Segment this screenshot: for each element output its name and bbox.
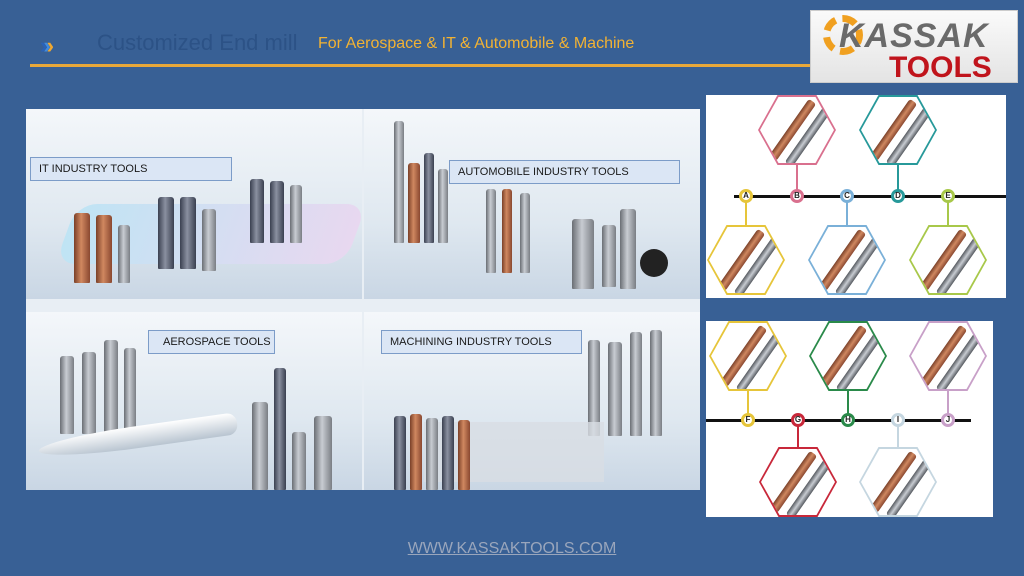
tool-hexagon-a — [707, 225, 785, 295]
triple-chevron-right-icon: ››› — [40, 33, 54, 58]
kassak-tools-logo: KASSAK TOOLS — [810, 10, 1018, 84]
timeline-node-j: J — [941, 413, 955, 427]
it-industry-image — [26, 109, 367, 299]
timeline-connector — [745, 197, 747, 227]
logo-text-tools: TOOLS — [889, 51, 992, 84]
tool-hexagon-e — [909, 225, 987, 295]
slide-subtitle: For Aerospace & IT & Automobile & Machin… — [318, 35, 635, 52]
timeline-node-d: D — [891, 189, 905, 203]
timeline-node-b: B — [790, 189, 804, 203]
timeline-connector — [797, 421, 799, 449]
industry-tools-collage: IT INDUSTRY TOOLS AUTOMOBILE INDUSTRY TO… — [26, 109, 700, 490]
tool-timeline-panel-1: A B C D E — [706, 95, 1006, 298]
slide-title: Customized End mill — [97, 30, 298, 55]
timeline-connector — [796, 163, 798, 195]
timeline-connector — [947, 389, 949, 419]
timeline-node-g: G — [791, 413, 805, 427]
timeline-connector — [847, 389, 849, 419]
section-label-aerospace: AEROSPACE TOOLS — [148, 330, 275, 354]
timeline-line — [734, 195, 1006, 198]
automobile-industry-image — [364, 109, 700, 299]
tool-hexagon-h — [809, 321, 887, 391]
tool-hexagon-b — [758, 95, 836, 165]
tool-hexagon-d — [859, 95, 937, 165]
timeline-node-c: C — [840, 189, 854, 203]
timeline-connector — [947, 197, 949, 227]
timeline-connector — [897, 421, 899, 449]
timeline-node-e: E — [941, 189, 955, 203]
section-label-machining: MACHINING INDUSTRY TOOLS — [381, 330, 582, 354]
timeline-node-h: H — [841, 413, 855, 427]
cutter-disc-image — [640, 249, 668, 277]
tool-hexagon-i — [859, 447, 937, 517]
tool-hexagon-f — [709, 321, 787, 391]
timeline-connector — [846, 197, 848, 227]
mold-image — [424, 422, 604, 482]
tool-hexagon-c — [808, 225, 886, 295]
title-underline — [30, 64, 812, 67]
section-label-automobile: AUTOMOBILE INDUSTRY TOOLS — [449, 160, 680, 184]
tool-hexagon-j — [909, 321, 987, 391]
timeline-connector — [747, 389, 749, 419]
timeline-line — [706, 419, 971, 422]
tool-hexagon-g — [759, 447, 837, 517]
timeline-connector — [897, 163, 899, 195]
timeline-node-a: A — [739, 189, 753, 203]
timeline-node-f: F — [741, 413, 755, 427]
timeline-node-i: I — [891, 413, 905, 427]
section-label-it: IT INDUSTRY TOOLS — [30, 157, 232, 181]
logo-text-kassak: KASSAK — [839, 17, 989, 55]
website-link[interactable]: WWW.KASSAKTOOLS.COM — [407, 540, 617, 557]
gear-icon — [823, 15, 863, 55]
tool-timeline-panel-2: F G H I J — [706, 321, 993, 517]
